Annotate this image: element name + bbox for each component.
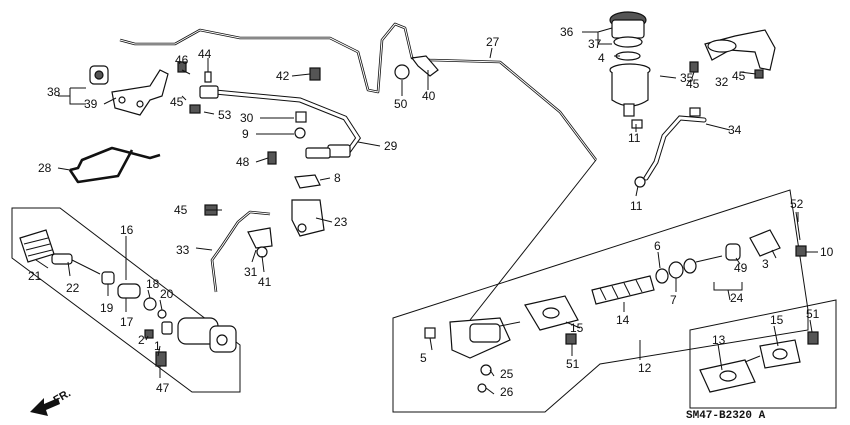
callout-17: 17 [120,315,134,329]
callout-2: 2 [138,333,145,347]
callout-21: 21 [28,269,42,283]
callout-45-left: 45 [170,95,184,109]
front-direction-arrow: FR. [30,387,73,416]
callout-20: 20 [160,287,174,301]
callout-25: 25 [500,367,514,381]
callout-29: 29 [384,139,398,153]
callout-53: 53 [218,108,232,122]
callout-44: 44 [198,47,212,61]
callout-7: 7 [670,293,677,307]
pipe-33 [210,210,271,293]
callout-15-left: 15 [570,321,584,335]
callout-51-left: 51 [566,357,580,371]
callout-19: 19 [100,301,114,315]
slave-cylinder-group-outline [11,207,241,393]
direction-label: FR. [52,387,73,406]
master-cylinder-inset-outline [689,299,837,409]
callout-4: 4 [598,51,605,65]
bracket-39 [89,65,169,116]
callout-35: 35 [680,71,694,85]
callout-22: 22 [66,281,80,295]
inset-parts [699,331,819,393]
callout-14: 14 [616,313,630,327]
callout-18: 18 [146,277,160,291]
callout-45-right-lower: 45 [686,77,700,91]
callout-41: 41 [258,275,272,289]
callout-9: 9 [242,127,249,141]
callout-6: 6 [654,239,661,253]
callout-46: 46 [175,53,189,67]
callout-49: 49 [734,261,748,275]
clutch-pipe [68,22,598,321]
callout-13: 13 [712,333,726,347]
callout-numbers: 38 39 28 46 44 45 53 42 30 9 48 8 29 50 … [28,25,834,422]
callout-52: 52 [790,197,804,211]
clutch-hose [199,85,362,159]
callout-45-right: 45 [732,69,746,83]
callout-8: 8 [334,171,341,185]
callout-5: 5 [420,351,427,365]
reservoir [609,11,776,188]
callout-36: 36 [560,25,574,39]
callout-15-right: 15 [770,313,784,327]
callout-26: 26 [500,385,514,399]
callout-50: 50 [394,97,408,111]
callout-3: 3 [762,257,769,271]
callout-51-right: 51 [806,307,820,321]
callout-47: 47 [156,381,170,395]
reservoir-hose [643,115,707,181]
slave-cylinder-parts [19,229,237,367]
callout-11-lower: 11 [630,199,643,213]
callout-45-mid: 45 [174,203,188,217]
callout-37: 37 [588,37,602,51]
callout-12: 12 [638,361,652,375]
callout-23: 23 [334,215,348,229]
leader-lines [35,27,818,395]
callout-1: 1 [154,339,161,353]
callout-16: 16 [120,223,134,237]
master-cylinder-group-outline [392,189,809,413]
callout-30: 30 [240,111,254,125]
callout-39: 39 [84,97,98,111]
callout-10: 10 [820,245,834,259]
callout-31: 31 [244,265,258,279]
master-cylinder-parts [424,211,807,393]
callout-33: 33 [176,243,190,257]
callout-38: 38 [47,85,61,99]
callout-34: 34 [728,123,742,137]
callout-11-upper: 11 [628,131,641,145]
callout-42: 42 [276,69,290,83]
callout-40: 40 [422,89,436,103]
diagram-code: SM47-B2320 A [686,410,766,422]
callout-24: 24 [730,291,744,305]
callout-32: 32 [715,75,729,89]
callout-48: 48 [236,155,250,169]
callout-28: 28 [38,161,52,175]
callout-27: 27 [486,35,500,49]
